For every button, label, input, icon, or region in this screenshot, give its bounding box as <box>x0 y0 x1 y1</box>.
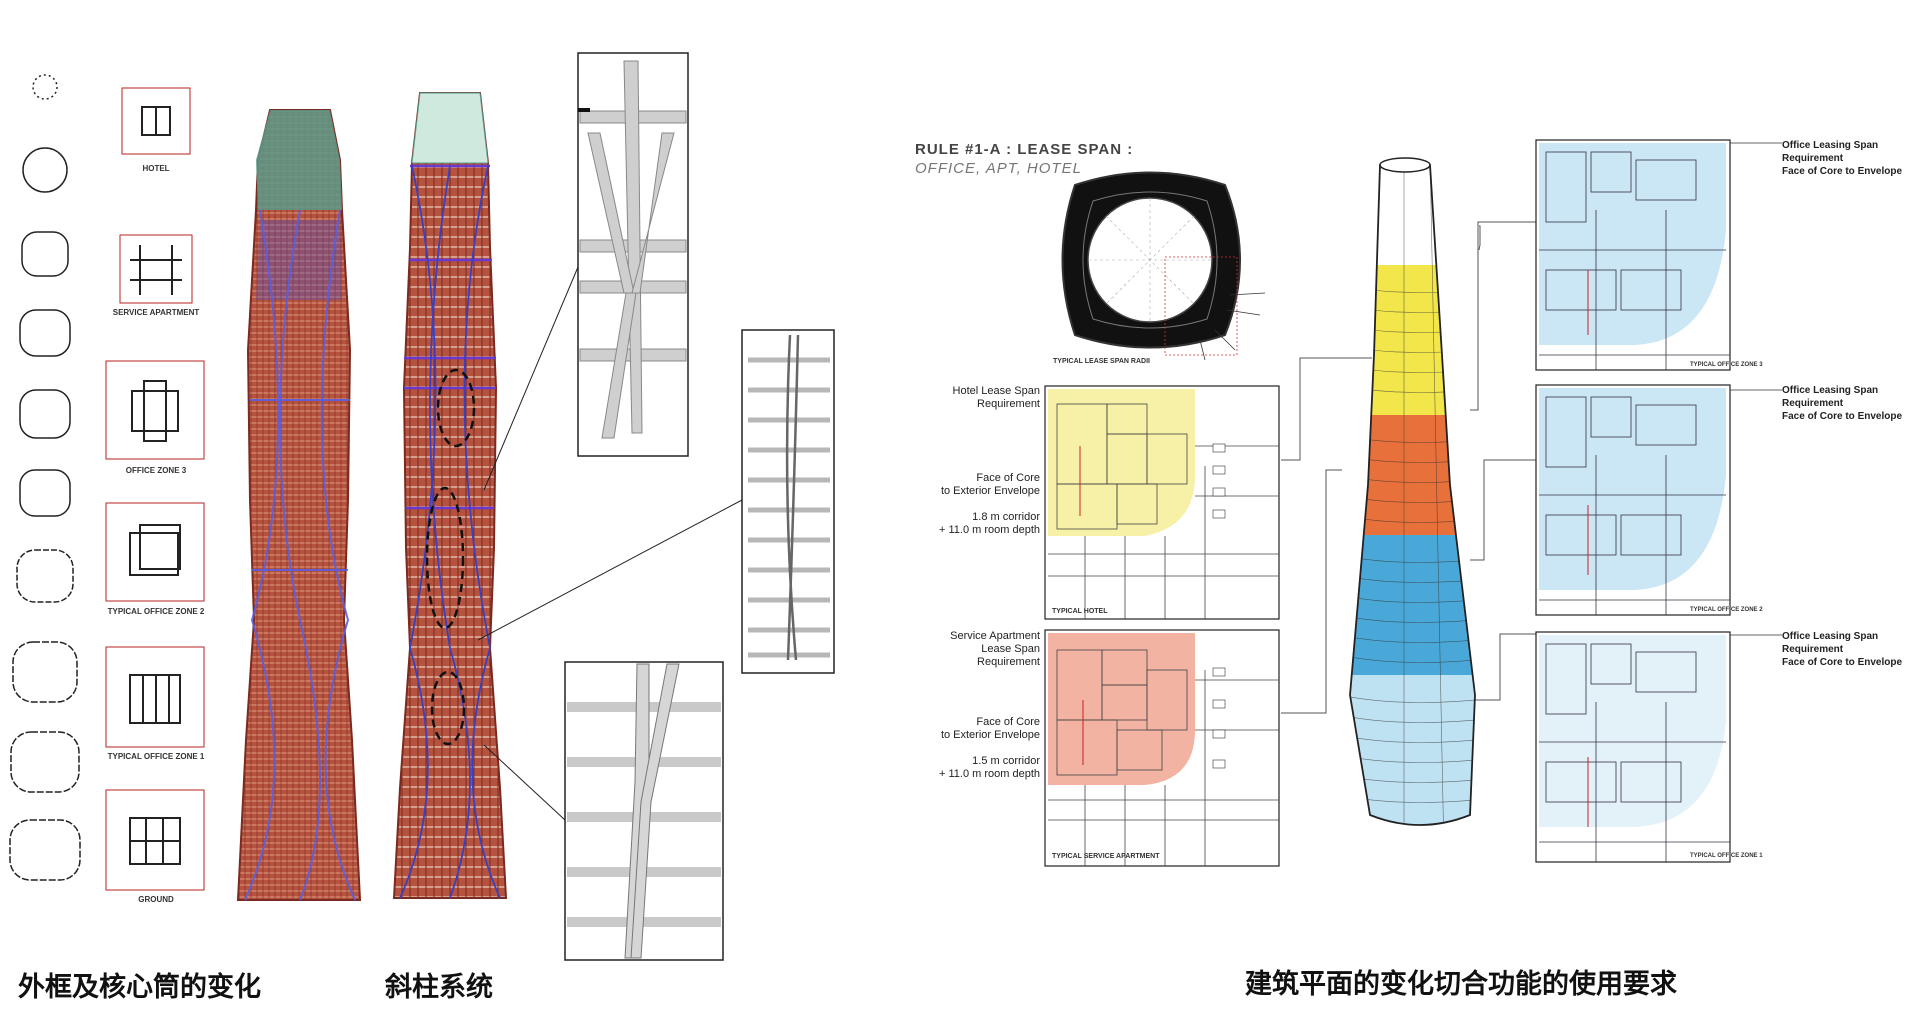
column-detail-top <box>577 52 689 457</box>
hotel-floor-plan <box>1044 385 1280 620</box>
apartment-floor-plan <box>1044 629 1280 867</box>
office-plan-zone-2 <box>1535 384 1731 616</box>
floor-outline-column <box>9 74 81 881</box>
rule-subtitle: OFFICE, APT, HOTEL <box>915 160 1082 177</box>
caption-diagrid: 斜柱系统 <box>385 972 493 1003</box>
office-plan-zone-3-caption: TYPICAL OFFICE ZONE 3 <box>1690 362 1763 368</box>
office-plan-zone-2-caption: TYPICAL OFFICE ZONE 2 <box>1690 607 1763 613</box>
column-detail-middle <box>741 329 835 674</box>
zone-label-hotel: HOTEL <box>142 164 170 173</box>
office-plan-zone-1 <box>1535 631 1731 863</box>
apartment-plan-caption: TYPICAL SERVICE APARTMENT <box>1052 853 1160 860</box>
caption-frame-core: 外框及核心筒的变化 <box>18 972 261 1003</box>
rule-title: RULE #1-A : LEASE SPAN : <box>915 141 1134 158</box>
zone-label-office-2: TYPICAL OFFICE ZONE 2 <box>107 607 205 616</box>
caption-plan-function: 建筑平面的变化切合功能的使用要求 <box>1245 969 1677 1000</box>
detail-callout-lines <box>477 266 743 821</box>
apartment-depth-text: 1.5 m corridor+ 11.0 m room depth <box>939 755 1040 780</box>
hotel-plan-caption: TYPICAL HOTEL <box>1052 608 1108 615</box>
zone-label-office-3: OFFICE ZONE 3 <box>125 466 187 475</box>
hotel-depth-text: 1.8 m corridor+ 11.0 m room depth <box>939 511 1040 536</box>
zone-connector-lines <box>1281 221 1537 714</box>
column-detail-bottom <box>564 661 724 961</box>
tower-frame-model <box>236 109 362 901</box>
radii-caption: TYPICAL LEASE SPAN RADII <box>1053 358 1150 365</box>
lease-span-radii-plan <box>1061 171 1266 361</box>
office-plan-zone-3 <box>1535 139 1731 371</box>
office-plan-zone-1-caption: TYPICAL OFFICE ZONE 1 <box>1690 853 1763 859</box>
core-plan-column <box>105 87 205 891</box>
zoned-tower <box>1349 157 1476 826</box>
zone-label-ground: GROUND <box>138 895 174 904</box>
zone-label-service-apartment: SERVICE APARTMENT <box>112 308 200 317</box>
office-note-leaders <box>1730 142 1782 636</box>
tower-diagrid-model <box>392 92 508 899</box>
zone-label-office-1: TYPICAL OFFICE ZONE 1 <box>107 752 205 761</box>
